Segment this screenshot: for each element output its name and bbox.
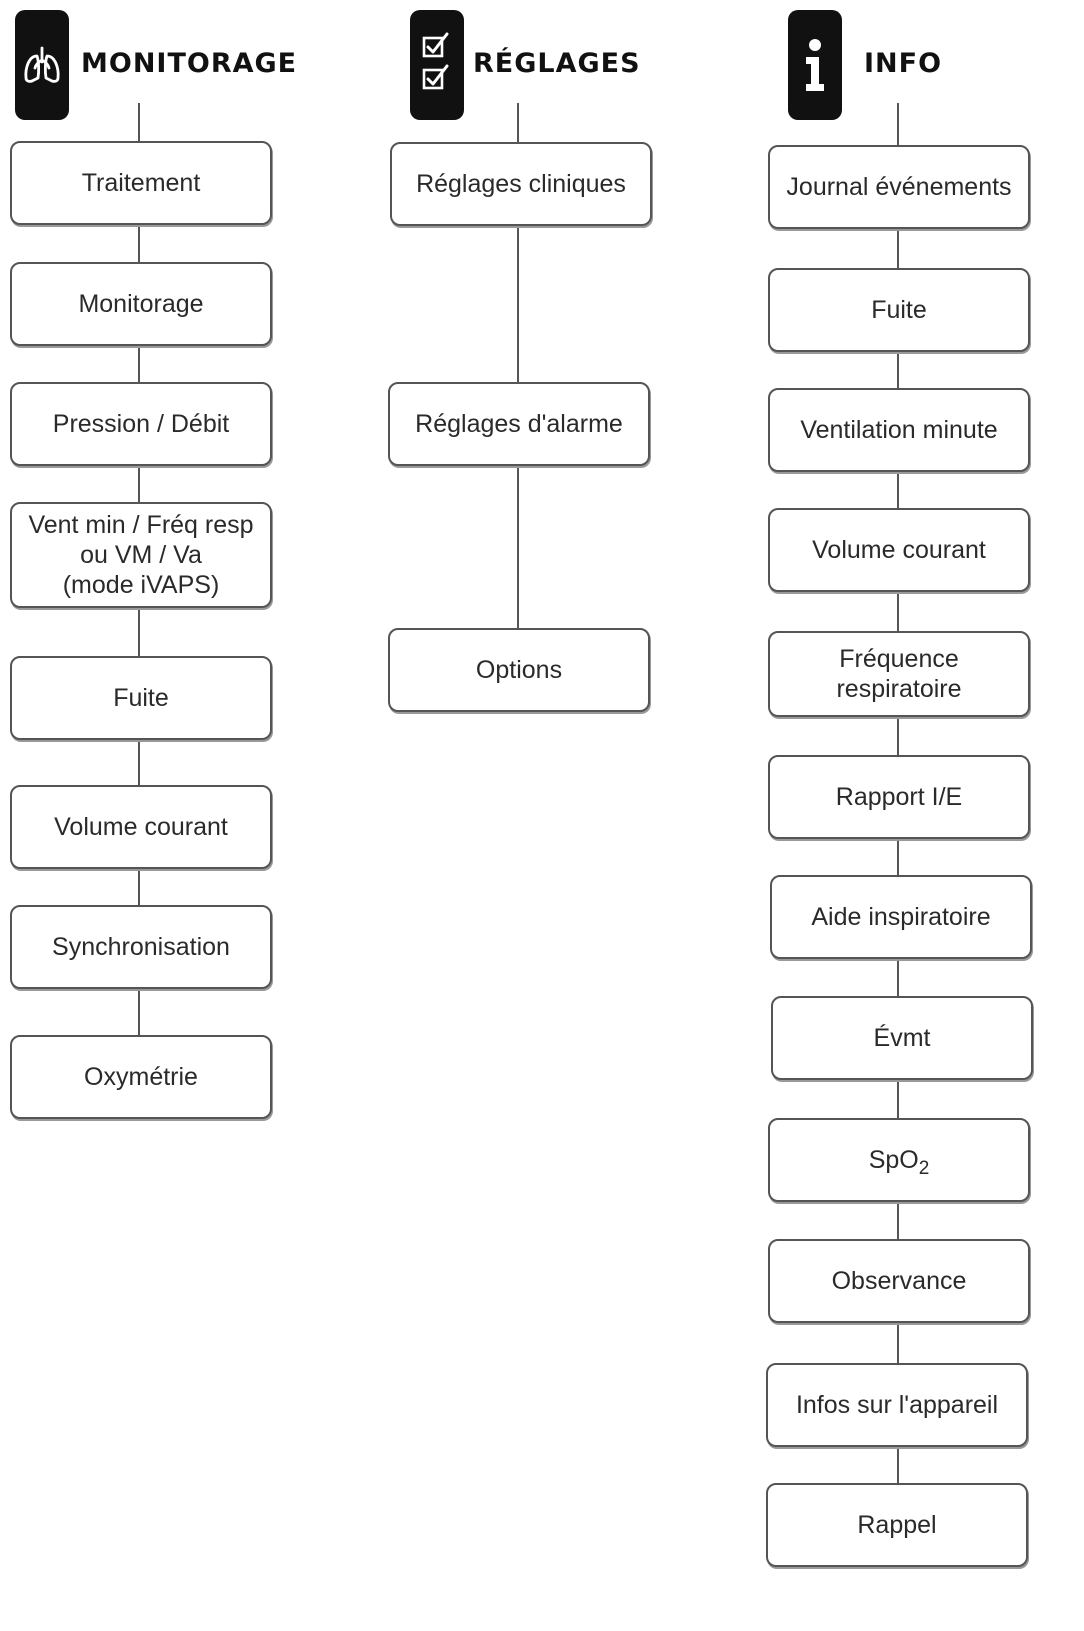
menu-item-monitorage[interactable]: Monitorage <box>10 262 272 346</box>
reglages-header[interactable]: RÉGLAGES <box>388 10 688 120</box>
menu-item-infos-appareil[interactable]: Infos sur l'appareil <box>766 1363 1028 1447</box>
menu-item-options[interactable]: Options <box>388 628 650 712</box>
menu-item-ventilation-minute[interactable]: Ventilation minute <box>768 388 1030 472</box>
menu-item-reglages-alarme[interactable]: Réglages d'alarme <box>388 382 650 466</box>
info-title: INFO <box>864 48 943 79</box>
menu-item-frequence-respiratoire[interactable]: Fréquence respiratoire <box>768 631 1030 717</box>
menu-item-rappel[interactable]: Rappel <box>766 1483 1028 1567</box>
reglages-title: RÉGLAGES <box>473 48 641 79</box>
info-header[interactable]: INFO <box>768 10 1068 120</box>
menu-item-pression-debit[interactable]: Pression / Débit <box>10 382 272 466</box>
menu-item-fuite[interactable]: Fuite <box>768 268 1030 352</box>
menu-item-traitement[interactable]: Traitement <box>10 141 272 225</box>
info-icon <box>788 10 842 120</box>
menu-item-spo2[interactable]: SpO2 <box>768 1118 1030 1202</box>
monitorage-column: MONITORAGE Traitement Monitorage Pressio… <box>10 0 310 1631</box>
menu-item-synchronisation[interactable]: Synchronisation <box>10 905 272 989</box>
menu-item-volume-courant[interactable]: Volume courant <box>10 785 272 869</box>
menu-item-reglages-cliniques[interactable]: Réglages cliniques <box>390 142 652 226</box>
menu-item-vent-min[interactable]: Vent min / Fréq resp ou VM / Va (mode iV… <box>10 502 272 608</box>
lungs-icon <box>15 10 69 120</box>
menu-item-evmt[interactable]: Évmt <box>771 996 1033 1080</box>
menu-item-observance[interactable]: Observance <box>768 1239 1030 1323</box>
info-column: INFO Journal événements Fuite Ventilatio… <box>766 0 1068 1631</box>
reglages-column: RÉGLAGES Réglages cliniques Réglages d'a… <box>388 0 688 1631</box>
menu-item-rapport-ie[interactable]: Rapport I/E <box>768 755 1030 839</box>
menu-item-aide-inspiratoire[interactable]: Aide inspiratoire <box>770 875 1032 959</box>
menu-item-fuite[interactable]: Fuite <box>10 656 272 740</box>
monitorage-header[interactable]: MONITORAGE <box>10 10 310 120</box>
menu-item-volume-courant[interactable]: Volume courant <box>768 508 1030 592</box>
menu-item-journal-evenements[interactable]: Journal événements <box>768 145 1030 229</box>
connector-line <box>517 103 519 633</box>
checklist-icon <box>410 10 464 120</box>
monitorage-title: MONITORAGE <box>81 48 298 79</box>
menu-item-oxymetrie[interactable]: Oxymétrie <box>10 1035 272 1119</box>
